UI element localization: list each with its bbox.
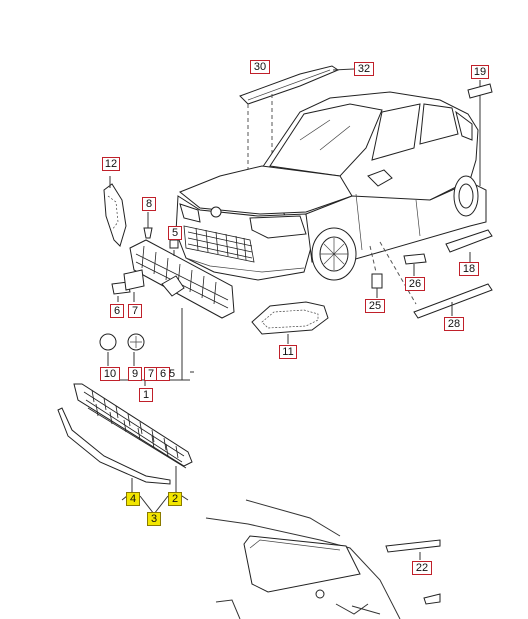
rear-car-view [205,499,441,619]
callout-7b[interactable]: 7 [144,367,158,381]
trim-pieces-right [369,83,493,319]
callout-5[interactable]: 5 [168,226,182,240]
label-5: 5 [169,368,176,380]
callout-28[interactable]: 28 [444,317,464,331]
callout-19[interactable]: 19 [471,65,489,79]
callout-7[interactable]: 7 [128,304,142,318]
callout-22[interactable]: 22 [412,561,432,575]
emblem-parts [99,269,194,386]
callout-30[interactable]: 30 [250,60,270,74]
callout-32[interactable]: 32 [354,62,374,76]
callout-25[interactable]: 25 [365,299,385,313]
fog-light-bezel [251,301,329,344]
callout-6b[interactable]: 6 [156,367,170,381]
callout-2[interactable]: 2 [168,492,182,506]
upper-grille [129,212,235,319]
callout-3[interactable]: 3 [147,512,161,526]
grille-bracket [103,176,127,247]
callout-4[interactable]: 4 [126,492,140,506]
callout-9[interactable]: 9 [128,367,142,381]
callout-10[interactable]: 10 [100,367,120,381]
callout-1[interactable]: 1 [139,388,153,402]
callout-12[interactable]: 12 [102,157,120,171]
callout-8[interactable]: 8 [142,197,156,211]
callout-18[interactable]: 18 [459,262,479,276]
car-body [175,80,487,281]
callout-11[interactable]: 11 [279,345,297,359]
callout-6[interactable]: 6 [110,304,124,318]
callout-26[interactable]: 26 [405,277,425,291]
lower-grille [57,383,193,515]
